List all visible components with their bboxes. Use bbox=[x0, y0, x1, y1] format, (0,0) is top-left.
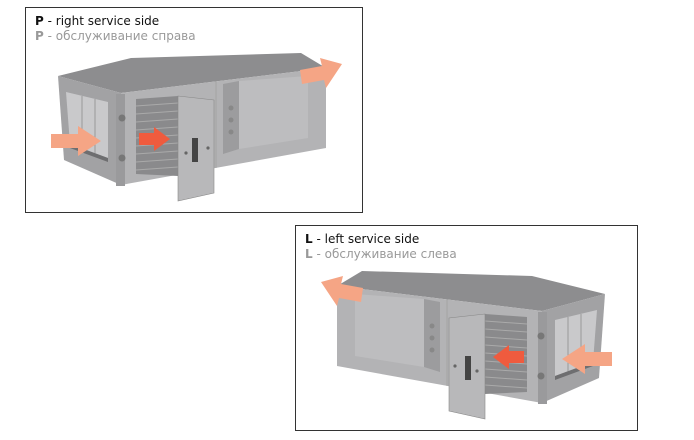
caption-ru: P - обслуживание справа bbox=[35, 29, 196, 44]
right-service-side-panel: P - right service side P - обслуживание … bbox=[25, 7, 363, 213]
left-service-side-panel: L - left service side L - обслуживание с… bbox=[295, 225, 638, 431]
side-letter-ru: L bbox=[305, 247, 313, 261]
label-en: - right service side bbox=[47, 14, 160, 28]
caption-en: P - right service side bbox=[35, 14, 196, 29]
label-ru: - обслуживание справа bbox=[47, 29, 196, 43]
label-en: - left service side bbox=[316, 232, 420, 246]
caption-ru: L - обслуживание слева bbox=[305, 247, 457, 262]
caption: L - left service side L - обслуживание с… bbox=[305, 232, 457, 262]
side-letter: P bbox=[35, 14, 44, 28]
side-letter-ru: P bbox=[35, 29, 44, 43]
caption-en: L - left service side bbox=[305, 232, 457, 247]
caption: P - right service side P - обслуживание … bbox=[35, 14, 196, 44]
side-letter: L bbox=[305, 232, 313, 246]
label-ru: - обслуживание слева bbox=[316, 247, 457, 261]
